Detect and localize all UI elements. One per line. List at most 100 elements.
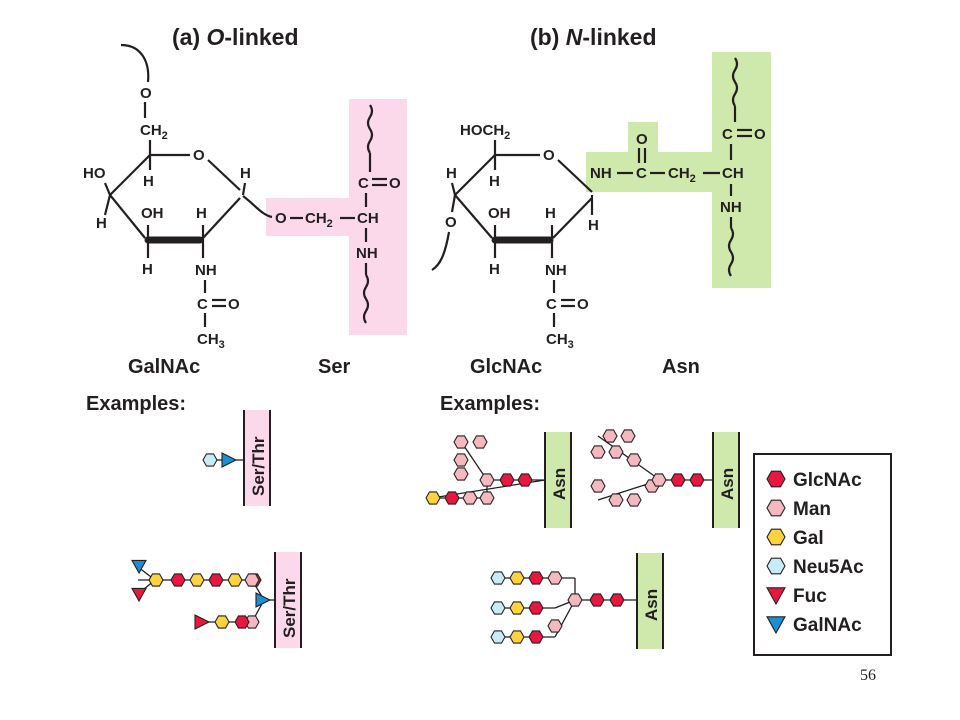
gal-symbol: [425, 491, 441, 505]
examples-label-a: Examples:: [86, 393, 186, 415]
svg-text:O: O: [228, 296, 240, 313]
gal-symbol: [148, 573, 164, 587]
galnac-symbol: [766, 616, 786, 635]
neu5ac-symbol: [490, 601, 506, 615]
man-symbol: [626, 453, 642, 467]
asn-carbonyl-box: [628, 122, 658, 156]
svg-text:C: C: [358, 175, 369, 192]
gal-symbol: [509, 630, 525, 644]
examples-label-b: Examples:: [440, 393, 540, 415]
glcnac-symbol: [170, 573, 186, 587]
galnac-symbol: [255, 592, 272, 608]
svg-text:O: O: [754, 126, 766, 143]
gal-symbol: [227, 573, 243, 587]
legend-label-glcnac: GlcNAc: [793, 470, 862, 491]
svg-text:O: O: [543, 147, 555, 164]
legend-label-man: Man: [793, 499, 831, 520]
atom-ch2: CH2: [140, 122, 168, 142]
svg-text:H: H: [588, 217, 599, 234]
svg-text:H: H: [96, 215, 107, 232]
legend-label-fuc: Fuc: [793, 586, 827, 607]
residue-bars: Ser/Thr Ser/Thr Asn Asn Asn: [243, 410, 740, 649]
glcnac-symbol: [444, 491, 460, 505]
fuc-symbol: [194, 614, 211, 630]
man-symbol: [608, 445, 624, 459]
legend-label-galnac: GalNAc: [793, 615, 862, 636]
man-symbol: [453, 435, 469, 449]
svg-text:H: H: [545, 205, 556, 222]
glcnac-symbol: [689, 473, 705, 487]
glcnac-symbol: [528, 630, 544, 644]
glcnac-symbol: [208, 573, 224, 587]
man-symbol: [244, 573, 260, 587]
atom-o-top: O: [140, 85, 152, 102]
glycan-examples: [131, 429, 713, 644]
man-symbol: [472, 435, 488, 449]
svg-text:NH: NH: [545, 262, 567, 279]
svg-text:C: C: [636, 165, 647, 182]
galnac-ser-structure: O CH2 O H HO H OH H H NH C O CH3 H: [83, 43, 407, 351]
man-symbol: [626, 493, 642, 507]
glcnac-symbol: [234, 615, 250, 629]
svg-text:O: O: [577, 296, 589, 313]
neu5ac-symbol: [490, 630, 506, 644]
label-ser: Ser: [318, 356, 350, 378]
svg-text:H: H: [196, 205, 207, 222]
svg-text:C: C: [546, 296, 557, 313]
asn-backbone-box: [712, 52, 771, 288]
galnac-symbol: [221, 452, 238, 468]
man-symbol: [602, 429, 618, 443]
svg-text:H: H: [142, 261, 153, 278]
legend-label-neu5ac: Neu5Ac: [793, 557, 864, 578]
svg-text:NH: NH: [195, 262, 217, 279]
man-symbol: [547, 571, 563, 585]
man-symbol: [453, 467, 469, 481]
glcnac-symbol: [517, 473, 533, 487]
glcnac-symbol: [670, 473, 686, 487]
legend-label-gal: Gal: [793, 528, 824, 549]
gal-symbol: [766, 528, 786, 546]
neu5ac-symbol: [766, 557, 786, 575]
svg-text:H: H: [143, 173, 154, 190]
svg-text:C: C: [197, 296, 208, 313]
svg-text:O: O: [636, 131, 648, 148]
residue-label-1: Ser/Thr: [249, 436, 268, 496]
title-o-linked: (a) O-linked: [172, 24, 299, 50]
svg-text:CH2: CH2: [668, 165, 696, 185]
gal-symbol: [509, 601, 525, 615]
fuc-symbol: [131, 587, 147, 603]
gal-symbol: [214, 615, 230, 629]
svg-text:OH: OH: [488, 205, 511, 222]
man-symbol: [547, 619, 563, 633]
glcnac-symbol: [499, 473, 515, 487]
svg-text:O: O: [275, 210, 287, 227]
svg-text:CH2: CH2: [305, 210, 333, 230]
fuc-symbol: [766, 587, 786, 606]
gal-symbol: [189, 573, 205, 587]
svg-text:O: O: [445, 214, 457, 231]
glcnac-asn-structure: HOCH2 O H H O OH H H NH C O CH3 H NH C: [431, 52, 771, 351]
svg-text:HO: HO: [83, 165, 106, 182]
glcnac-symbol: [609, 593, 625, 607]
man-symbol: [620, 429, 636, 443]
man-symbol: [766, 499, 786, 517]
galnac-symbol: [131, 559, 147, 575]
neu5ac-symbol: [490, 571, 506, 585]
svg-text:CH3: CH3: [546, 331, 574, 351]
title-n-linked: (b) N-linked: [530, 24, 657, 50]
man-symbol: [567, 593, 583, 607]
man-symbol: [453, 453, 469, 467]
glcnac-symbol: [766, 470, 786, 488]
ser-backbone-box: [349, 99, 407, 335]
atom-ring-o: O: [193, 147, 205, 164]
man-symbol: [479, 491, 495, 505]
svg-text:H: H: [240, 165, 251, 182]
man-symbol: [590, 479, 606, 493]
residue-label-3: Asn: [550, 468, 569, 500]
label-asn: Asn: [662, 356, 700, 378]
man-symbol: [651, 473, 667, 487]
svg-text:CH: CH: [357, 210, 379, 227]
man-symbol: [479, 473, 495, 487]
man-symbol: [462, 491, 478, 505]
